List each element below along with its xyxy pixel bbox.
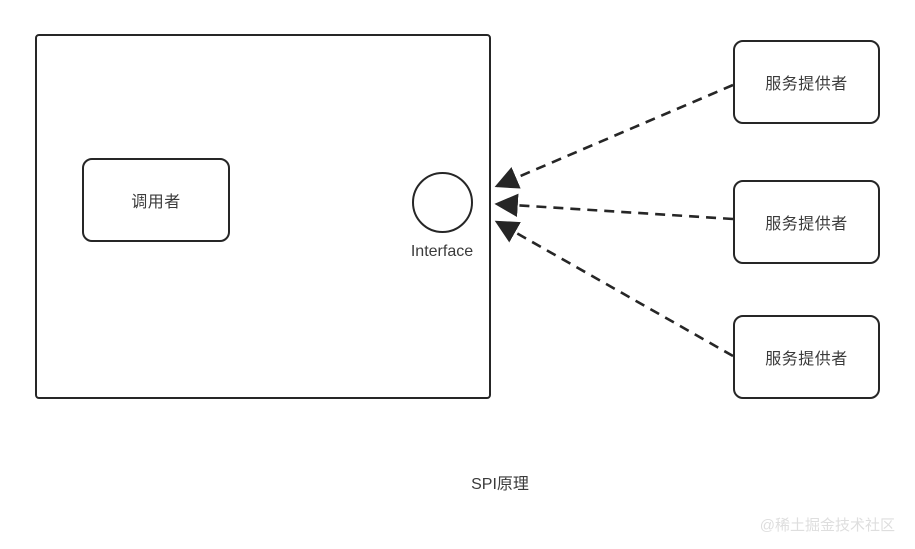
connector-provider-1 <box>494 83 734 189</box>
provider-label-2: 服务提供者 <box>765 216 848 233</box>
provider-box-2: 服务提供者 <box>733 180 880 264</box>
watermark: @稀土掘金技术社区 <box>759 517 895 534</box>
caller-box: 调用者 <box>82 158 230 242</box>
diagram-caption: SPI原理 <box>471 476 529 493</box>
connector-provider-2 <box>494 193 734 221</box>
caller-label: 调用者 <box>131 194 181 211</box>
provider-box-1: 服务提供者 <box>733 40 880 124</box>
interface-circle <box>412 172 473 233</box>
provider-label-1: 服务提供者 <box>765 76 848 93</box>
provider-label-3: 服务提供者 <box>765 351 848 368</box>
provider-box-3: 服务提供者 <box>733 315 880 399</box>
connector-provider-3 <box>494 220 734 358</box>
interface-label: Interface <box>410 243 474 260</box>
